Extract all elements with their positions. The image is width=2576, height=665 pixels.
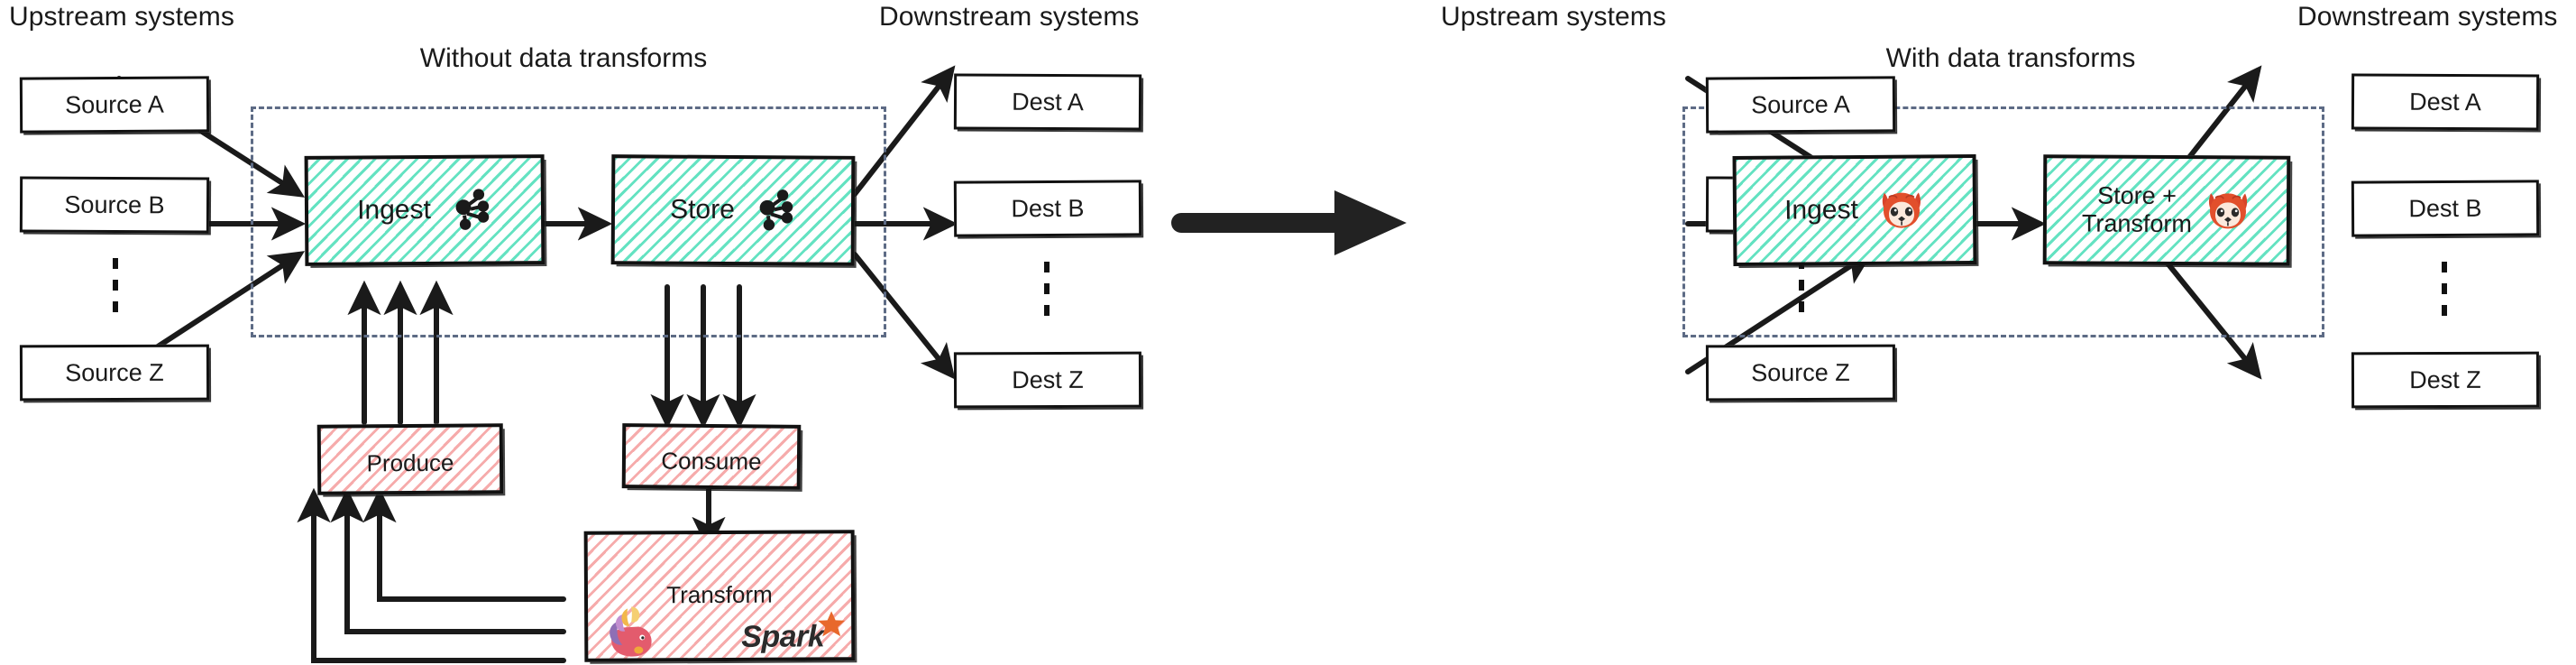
kafka-icon bbox=[755, 188, 796, 233]
redpanda-icon bbox=[2205, 189, 2251, 231]
arrow-transform-to-produce-2 bbox=[330, 487, 566, 634]
right-source-a-box[interactable]: Source A bbox=[1705, 76, 1896, 134]
right-source-z-label: Source Z bbox=[1751, 358, 1850, 386]
right-dest-b-label: Dest B bbox=[2408, 194, 2482, 222]
spark-icon: Spark bbox=[741, 609, 848, 655]
right-dest-a-label: Dest A bbox=[2409, 88, 2481, 115]
right-store-transform-box[interactable]: Store + Transform bbox=[2042, 154, 2291, 266]
right-store-transform-label: Store + Transform bbox=[2081, 181, 2192, 238]
left-dest-b-box[interactable]: Dest B bbox=[953, 180, 1142, 237]
right-upstream-label: Upstream systems bbox=[1441, 2, 1666, 32]
arrow-transform-to-produce-3 bbox=[297, 487, 566, 663]
left-dest-b-label: Dest B bbox=[1011, 194, 1085, 222]
left-source-a-label: Source A bbox=[65, 90, 164, 118]
spark-wordmark: Spark bbox=[741, 619, 825, 654]
left-dests-ellipsis bbox=[1044, 262, 1050, 323]
left-source-z-label: Source Z bbox=[65, 358, 164, 386]
left-ingest-label: Ingest bbox=[357, 194, 431, 226]
left-ingest-box[interactable]: Ingest bbox=[304, 154, 545, 266]
left-upstream-label: Upstream systems bbox=[9, 2, 234, 32]
left-produce-box[interactable]: Produce bbox=[316, 423, 504, 495]
right-sources-ellipsis bbox=[1799, 258, 1804, 316]
left-store-box[interactable]: Store bbox=[610, 154, 856, 266]
left-source-a-box[interactable]: Source A bbox=[19, 76, 210, 134]
left-store-label: Store bbox=[670, 194, 735, 225]
right-source-z-box[interactable]: Source Z bbox=[1705, 344, 1896, 402]
left-dest-a-box[interactable]: Dest A bbox=[953, 73, 1142, 131]
left-consume-box[interactable]: Consume bbox=[621, 423, 802, 490]
arrow-transform-to-produce-1 bbox=[362, 487, 566, 602]
left-dest-a-label: Dest A bbox=[1012, 88, 1084, 115]
left-source-b-box[interactable]: Source B bbox=[19, 176, 210, 234]
right-downstream-label: Downstream systems bbox=[2297, 2, 2558, 32]
left-source-b-label: Source B bbox=[64, 190, 165, 218]
kafka-icon bbox=[451, 187, 492, 232]
left-source-z-box[interactable]: Source Z bbox=[19, 344, 210, 402]
right-dests-ellipsis bbox=[2442, 262, 2447, 323]
left-sources-ellipsis bbox=[113, 258, 118, 316]
left-panel-title: Without data transforms bbox=[419, 43, 708, 73]
left-downstream-label: Downstream systems bbox=[879, 2, 1140, 32]
left-dest-z-label: Dest Z bbox=[1012, 365, 1084, 393]
left-dest-z-box[interactable]: Dest Z bbox=[953, 351, 1142, 409]
right-panel-title: With data transforms bbox=[1885, 43, 2136, 73]
left-produce-label: Produce bbox=[366, 448, 454, 477]
arrow-store-to-dest-a bbox=[852, 65, 956, 197]
redpanda-icon bbox=[1878, 189, 1925, 230]
right-source-a-label: Source A bbox=[1751, 90, 1850, 118]
right-ingest-box[interactable]: Ingest bbox=[1732, 153, 1977, 267]
right-dest-b-box[interactable]: Dest B bbox=[2351, 180, 2540, 237]
right-dest-a-box[interactable]: Dest A bbox=[2351, 73, 2540, 131]
right-dest-z-label: Dest Z bbox=[2409, 365, 2481, 393]
flink-squirrel-icon bbox=[602, 605, 658, 657]
arrow-r-store-to-dest-z bbox=[2158, 252, 2262, 380]
transition-arrow-right-icon bbox=[1171, 190, 1407, 255]
left-consume-label: Consume bbox=[661, 447, 762, 476]
arrow-store-to-dest-z bbox=[852, 252, 956, 380]
right-ingest-label: Ingest bbox=[1783, 194, 1858, 226]
left-transform-box[interactable]: Transform Spark bbox=[583, 530, 856, 662]
right-dest-z-box[interactable]: Dest Z bbox=[2351, 351, 2540, 409]
